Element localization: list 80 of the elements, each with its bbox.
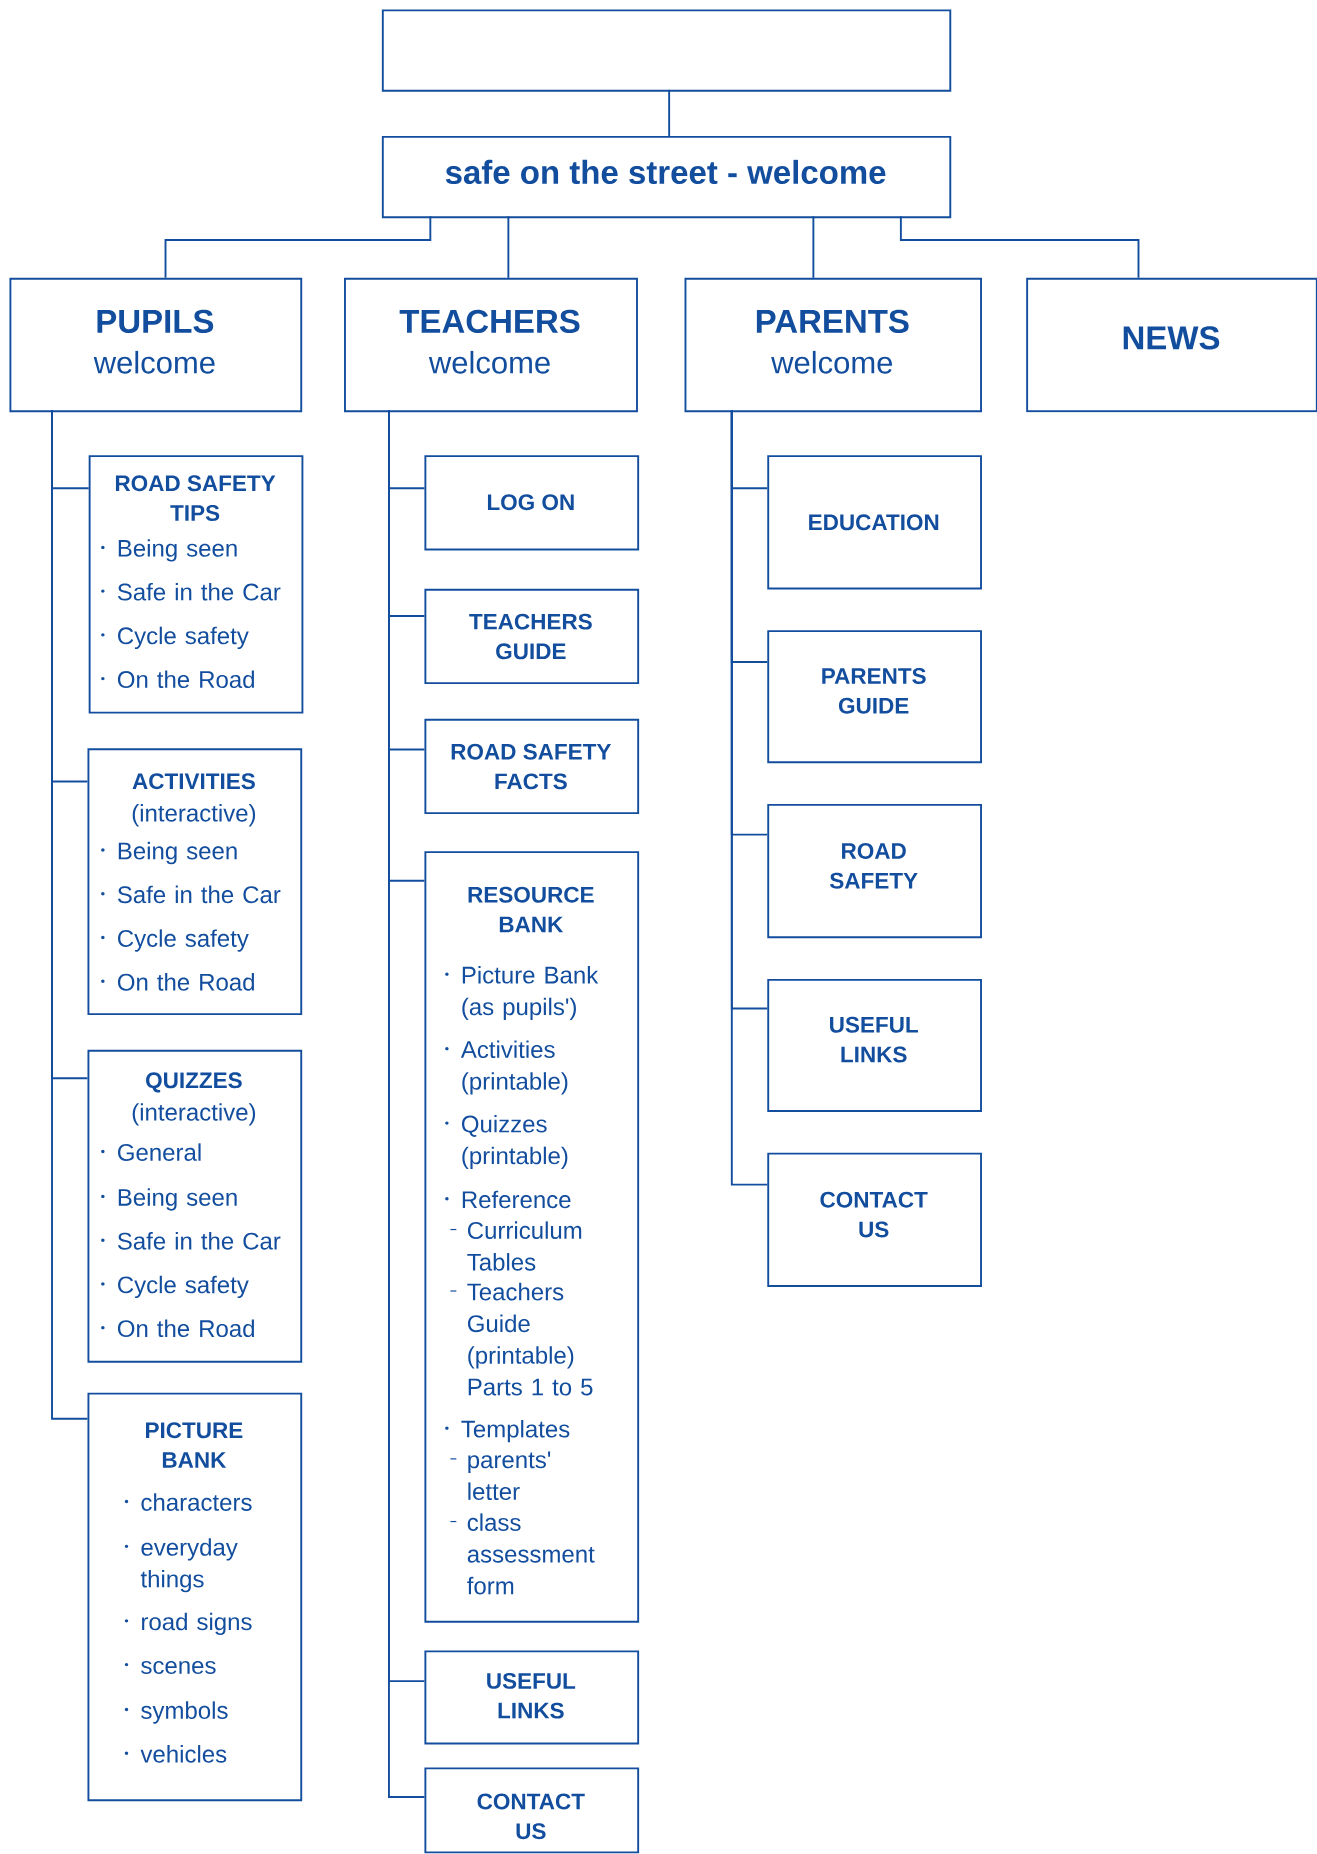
box-heading: PICTURE BANK xyxy=(146,1422,243,1468)
box-heading: ROAD SAFETY TIPS xyxy=(115,475,276,521)
box-heading: USEFUL LINKS xyxy=(830,1016,918,1063)
connector-line xyxy=(668,88,671,137)
list-item: Being seen xyxy=(101,841,237,865)
box-subtitle: (interactive) xyxy=(132,804,256,827)
box-subtitle: (interactive) xyxy=(132,1103,256,1126)
title-box xyxy=(684,277,982,413)
list-item: Cycle safety xyxy=(101,1275,249,1299)
box-heading: ROAD SAFETY FACTS xyxy=(451,743,612,790)
nav-box xyxy=(424,1767,640,1854)
list-item: Activities (printable) xyxy=(445,1040,568,1095)
nav-box xyxy=(424,588,640,685)
list-item: Cycle safety xyxy=(101,929,249,952)
list-item: Teachers Guide (printable) Parts 1 to 5 xyxy=(449,1282,593,1396)
nav-box xyxy=(424,718,640,815)
list-item: Being seen xyxy=(101,539,237,562)
box-heading: LOG ON xyxy=(487,494,574,511)
nav-box xyxy=(767,978,982,1112)
nav-box xyxy=(88,455,304,714)
box-heading: EDUCATION xyxy=(809,514,939,531)
box-subtitle: welcome xyxy=(771,350,893,374)
connector-line xyxy=(812,215,815,279)
box-heading: RESOURCE BANK xyxy=(468,886,594,933)
box-heading: CONTACT US xyxy=(477,1793,585,1840)
list-item: Quizzes (printable) xyxy=(445,1114,568,1170)
title-box xyxy=(9,277,303,413)
nav-box xyxy=(767,630,982,764)
list-item: Safe in the Car xyxy=(101,582,281,601)
box-subtitle: welcome xyxy=(93,350,215,374)
box-heading: TEACHERS xyxy=(399,309,580,334)
connector-line xyxy=(51,409,89,1420)
nav-box xyxy=(87,1049,303,1363)
list-item: On the Road xyxy=(101,973,254,991)
box-heading: ROAD SAFETY xyxy=(829,843,918,889)
list-item: On the Road xyxy=(101,1319,254,1338)
list-item: Being seen xyxy=(101,1188,237,1211)
box-subtitle: welcome xyxy=(428,350,550,374)
list-item: characters xyxy=(124,1493,252,1511)
box-heading: PARENTS GUIDE xyxy=(822,668,926,714)
list-item: symbols xyxy=(124,1701,228,1724)
title-box xyxy=(381,135,952,219)
connector-line xyxy=(899,215,1140,279)
title-box xyxy=(1026,277,1317,413)
nav-box xyxy=(87,748,303,1016)
list-item: On the Road xyxy=(101,670,254,689)
box-heading: ACTIVITIES xyxy=(132,773,255,790)
list-item: Cycle safety xyxy=(101,626,249,650)
nav-box xyxy=(767,455,982,590)
nav-box xyxy=(87,1392,303,1802)
box-heading: CONTACT US xyxy=(820,1191,928,1238)
title-box xyxy=(344,277,638,413)
connector-line xyxy=(164,215,432,279)
box-heading: QUIZZES xyxy=(146,1072,242,1093)
box-heading: safe on the street - welcome xyxy=(445,159,886,185)
list-item: Templates xyxy=(445,1419,570,1443)
box-heading: PUPILS xyxy=(97,309,214,334)
list-item: Picture Bank (as pupils') xyxy=(445,966,599,1021)
nav-box xyxy=(767,803,982,939)
box-heading: PARENTS xyxy=(756,309,909,334)
list-item: Reference xyxy=(445,1190,571,1209)
box-heading: USEFUL LINKS xyxy=(487,1672,576,1719)
page-box xyxy=(381,9,952,92)
nav-box xyxy=(424,455,640,551)
nav-box xyxy=(767,1152,982,1287)
list-item: Safe in the Car xyxy=(101,1232,281,1250)
list-item: vehicles xyxy=(124,1745,227,1763)
box-heading: TEACHERS GUIDE xyxy=(469,613,592,660)
nav-box xyxy=(424,851,640,1623)
list-item: road signs xyxy=(124,1612,252,1636)
list-item: Safe in the Car xyxy=(101,885,281,904)
connector-line xyxy=(730,409,769,1186)
box-heading: NEWS xyxy=(1123,326,1220,350)
list-item: everyday things xyxy=(124,1538,238,1593)
list-item: Curriculum Tables xyxy=(449,1221,582,1271)
list-item: class assessment form xyxy=(449,1513,595,1595)
connector-line xyxy=(507,215,510,279)
list-item: scenes xyxy=(124,1660,216,1675)
list-item: General xyxy=(101,1143,201,1161)
nav-box xyxy=(424,1650,640,1745)
